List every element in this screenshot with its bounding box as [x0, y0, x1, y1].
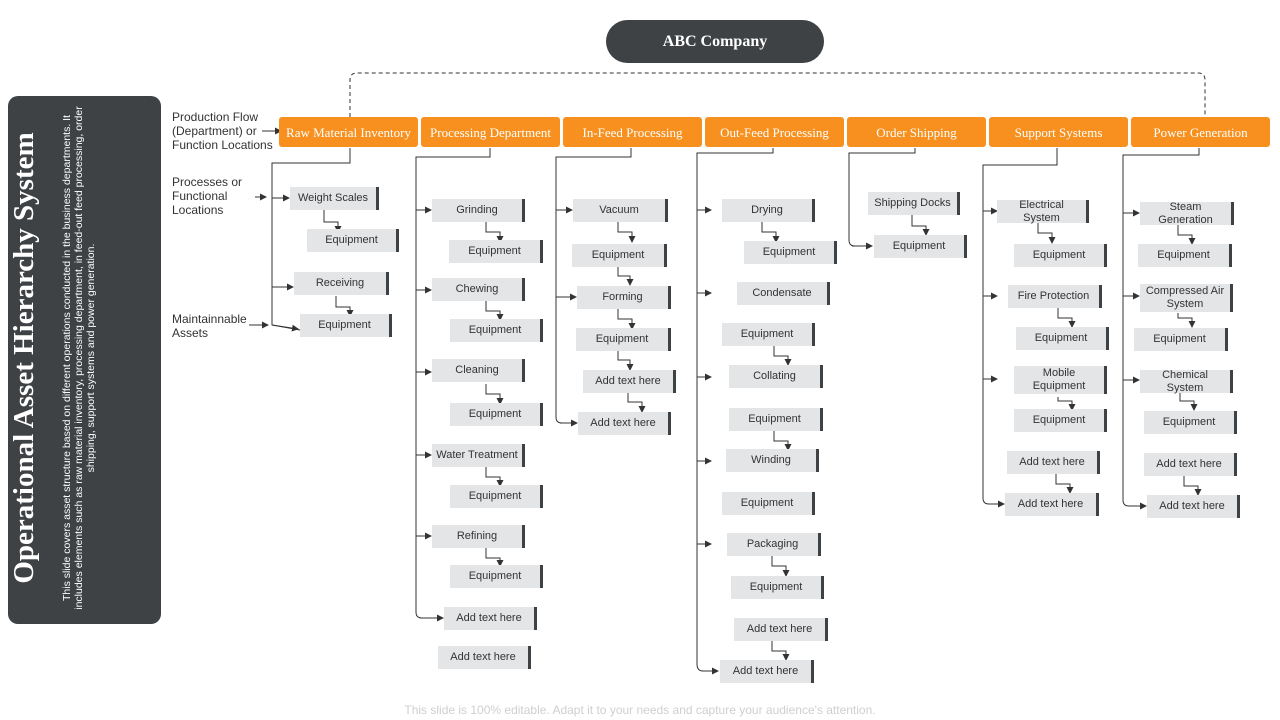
node-weight-scales: Weight Scales	[290, 187, 379, 210]
node-equipment: Equipment	[722, 492, 815, 515]
node-steam-generation: Steam Generation	[1140, 201, 1234, 226]
node-equipment: Equipment	[744, 241, 837, 264]
node-chewing: Chewing	[432, 278, 525, 301]
node-condensate: Condensate	[737, 282, 830, 305]
legend-flow-label: Production Flow (Department) or Function…	[172, 110, 273, 152]
node-equipment: Equipment	[300, 314, 392, 337]
node-forming: Forming	[577, 286, 671, 309]
node-equipment: Equipment	[1014, 409, 1107, 432]
node-compressed-air-system: Compressed Air System	[1140, 284, 1233, 312]
node-equipment: Equipment	[307, 229, 399, 252]
node-add-text: Add text here	[734, 618, 828, 641]
node-water-treatment: Water Treatment	[432, 444, 525, 467]
node-add-text: Add text here	[1147, 495, 1240, 518]
node-equipment: Equipment	[576, 328, 671, 351]
node-grinding: Grinding	[432, 199, 525, 222]
node-fire-protection: Fire Protection	[1008, 285, 1102, 308]
node-equipment: Equipment	[1016, 327, 1109, 350]
node-equipment: Equipment	[450, 403, 543, 426]
footer-note: This slide is 100% editable. Adapt it to…	[404, 703, 876, 717]
node-cleaning: Cleaning	[432, 359, 525, 382]
node-equipment: Equipment	[1134, 328, 1228, 351]
node-winding: Winding	[726, 449, 819, 472]
node-electrical-system: Electrical System	[997, 199, 1089, 224]
node-shipping-docks: Shipping Docks	[868, 192, 960, 215]
company-node: ABC Company	[606, 20, 824, 63]
node-add-text: Add text here	[1144, 453, 1237, 476]
node-equipment: Equipment	[874, 235, 967, 258]
node-chemical-system: Chemical System	[1140, 369, 1233, 394]
node-add-text: Add text here	[578, 412, 671, 435]
dept-processing: Processing Department	[421, 117, 560, 147]
node-equipment: Equipment	[1144, 411, 1237, 434]
node-receiving: Receiving	[294, 272, 389, 295]
node-equipment: Equipment	[1138, 244, 1232, 267]
node-equipment: Equipment	[731, 576, 824, 599]
node-equipment: Equipment	[722, 323, 815, 346]
node-add-text: Add text here	[444, 607, 537, 630]
dept-in-feed: In-Feed Processing	[563, 117, 702, 147]
node-equipment: Equipment	[450, 565, 543, 588]
page-title: Operational Asset Hierarchy System	[8, 132, 40, 584]
node-add-text: Add text here	[438, 646, 531, 669]
node-equipment: Equipment	[449, 240, 543, 263]
side-panel: Operational Asset Hierarchy System This …	[8, 96, 161, 624]
node-equipment: Equipment	[450, 485, 543, 508]
dept-raw-material: Raw Material Inventory	[279, 117, 418, 147]
node-equipment: Equipment	[1014, 244, 1107, 267]
legend-processes-label: Processes or Functional Locations	[172, 175, 243, 217]
legend-assets-label: Maintainnable Assets	[172, 312, 247, 340]
node-packaging: Packaging	[727, 533, 821, 556]
node-equipment: Equipment	[729, 408, 823, 431]
node-collating: Collating	[729, 365, 823, 388]
node-add-text: Add text here	[1007, 451, 1100, 474]
dept-out-feed: Out-Feed Processing	[705, 117, 844, 147]
node-drying: Drying	[722, 199, 815, 222]
dept-order-shipping: Order Shipping	[847, 117, 986, 147]
node-equipment: Equipment	[572, 244, 667, 267]
node-add-text: Add text here	[1005, 493, 1099, 516]
dept-support-systems: Support Systems	[989, 117, 1128, 147]
node-equipment: Equipment	[450, 319, 543, 342]
node-add-text: Add text here	[583, 370, 676, 393]
node-refining: Refining	[432, 525, 525, 548]
node-vacuum: Vacuum	[573, 199, 668, 222]
dept-power-generation: Power Generation	[1131, 117, 1270, 147]
page-description: This slide covers asset structure based …	[61, 106, 97, 610]
node-add-text: Add text here	[720, 660, 814, 683]
node-mobile-equipment: Mobile Equipment	[1014, 366, 1107, 394]
